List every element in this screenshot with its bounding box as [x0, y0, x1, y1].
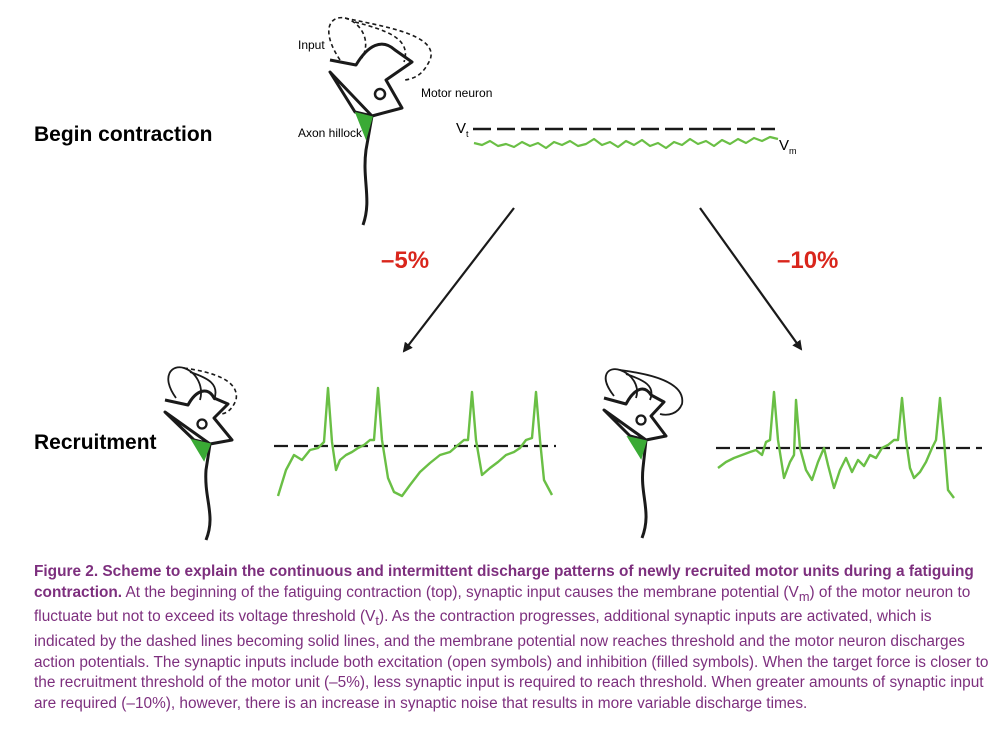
top-neuron: [328, 16, 432, 226]
caption-vt-subscript: t: [375, 613, 379, 629]
percent-left: –5%: [381, 247, 429, 274]
neuron-bottom-left: [163, 366, 237, 541]
caption-vm-subscript: m: [798, 588, 810, 604]
percent-right: –10%: [777, 247, 838, 274]
caption-title: Figure 2. Scheme to explain the continuo…: [34, 563, 974, 601]
arrow-left: [402, 207, 515, 353]
arrow-right: [699, 207, 803, 351]
input-label: Input: [298, 38, 325, 52]
motor-neuron-label: Motor neuron: [421, 86, 492, 100]
caption-body-3: ). As the contraction progresses, additi…: [34, 608, 989, 712]
caption-body: At the beginning of the fatiguing contra…: [122, 583, 799, 601]
axon-hillock-label: Axon hillock: [298, 126, 363, 140]
neuron-bottom-right: [602, 368, 683, 539]
caption-body-2: ) of the motor neuron to fluctuate but n…: [34, 583, 971, 626]
spike-trace-bottom-right: [717, 390, 955, 499]
spike-trace-bottom-left: [276, 386, 554, 498]
figure-caption: Figure 2. Scheme to explain the continuo…: [34, 562, 990, 714]
recruitment-label: Recruitment: [34, 431, 157, 454]
vm-label: Vm: [779, 137, 797, 156]
vm-trace-top: [473, 135, 779, 150]
scheme-figure: Begin contraction Recruitment Input Moto…: [34, 16, 982, 541]
vt-label: Vt: [456, 120, 469, 139]
begin-contraction-label: Begin contraction: [34, 123, 213, 146]
